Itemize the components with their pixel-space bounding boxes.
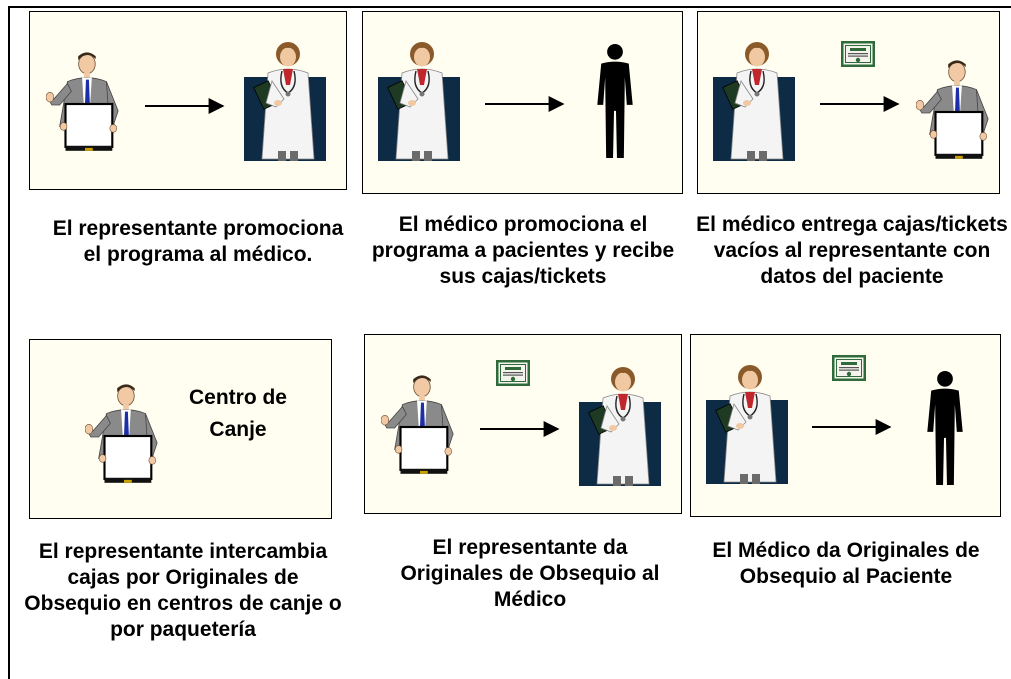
arrow-right-icon [145, 98, 225, 114]
exchange-center-label: Centro de Canje [188, 386, 287, 441]
representative-icon [381, 373, 459, 481]
patient-icon [923, 369, 967, 487]
arrow-right-icon [485, 96, 565, 112]
step-4-panel: Centro de Canje [29, 339, 332, 519]
step-5-panel [364, 334, 682, 514]
doctor-icon [378, 40, 460, 162]
representative-icon [916, 58, 994, 166]
certificate-icon [832, 355, 866, 381]
certificate-icon [841, 41, 875, 67]
step-4-caption: El representante intercambia cajas por O… [24, 540, 342, 641]
step-3-panel [697, 11, 1000, 194]
doctor-icon [713, 40, 795, 162]
doctor-icon [579, 365, 661, 487]
step-5-caption: El representante da Originales de Obsequ… [400, 536, 660, 611]
step-6-caption: El Médico da Originales de Obsequio al P… [712, 539, 980, 588]
doctor-icon [244, 40, 326, 162]
representative-icon [46, 50, 124, 158]
doctor-icon [706, 363, 788, 485]
step-1-caption: El representante promociona el programa … [52, 217, 344, 266]
step-3-caption: El médico entrega cajas/tickets vacíos a… [696, 213, 1008, 288]
step-2-panel [362, 11, 683, 194]
certificate-icon [496, 360, 530, 386]
arrow-right-icon [812, 419, 892, 435]
step-2-caption: El médico promociona el programa a pacie… [371, 213, 675, 288]
arrow-right-icon [820, 96, 900, 112]
frame-left-line [8, 6, 10, 679]
step-6-panel [690, 334, 1001, 517]
arrow-right-icon [480, 421, 560, 437]
representative-icon [85, 382, 163, 490]
frame-top-line [8, 6, 1011, 8]
patient-icon [593, 42, 637, 160]
step-1-panel [29, 11, 347, 190]
